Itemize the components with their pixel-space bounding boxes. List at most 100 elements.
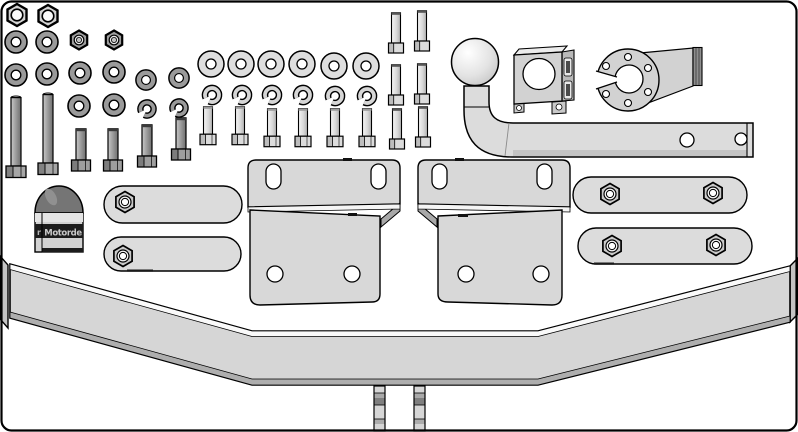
bracket-lower-plate (249, 209, 381, 306)
spacer-plate (572, 176, 748, 214)
cover-base (42, 248, 83, 253)
hex-nut-icon (69, 29, 89, 51)
arm-shading (513, 150, 747, 156)
neck-seam (504, 122, 510, 157)
crossmember (0, 254, 798, 432)
weld-nut-icon (115, 190, 135, 214)
arm-hole (734, 132, 748, 146)
hex-bolt-icon (326, 108, 344, 148)
weld-nut-icon (602, 234, 622, 258)
bracket-bend-highlight (417, 203, 571, 213)
hex-bolt-icon (231, 106, 249, 146)
long-bolt-icon (37, 92, 59, 176)
hex-bolt-icon (170, 117, 192, 161)
bolt-hole (643, 87, 653, 97)
bracket-mark (455, 158, 464, 161)
mounting-bracket-left (247, 158, 401, 306)
flat-washer-icon (67, 94, 91, 118)
hex-nut-icon (37, 3, 59, 29)
bracket-mark (348, 213, 357, 216)
spring-washer-icon (235, 88, 249, 102)
foot-hole (516, 105, 522, 111)
hex-nut-icon (6, 2, 28, 28)
spring-washer-icon (296, 88, 310, 102)
spring-washer-icon (265, 88, 279, 102)
bracket-slot (370, 163, 387, 190)
bracket-hole (532, 265, 550, 283)
tow-ball-swan-neck (450, 37, 754, 158)
long-bolt-icon (5, 95, 27, 179)
cover-body-top (35, 213, 83, 222)
bolt-hole (623, 98, 633, 108)
threaded-stud (413, 385, 426, 432)
hex-bolt-icon (414, 106, 432, 148)
hex-nut-icon (104, 29, 124, 51)
logo-text: Motorde (44, 229, 82, 239)
arm-hole (679, 132, 695, 148)
flat-washer-icon (4, 30, 28, 54)
spring-washer-icon (360, 89, 374, 103)
flat-washer-icon (102, 93, 126, 117)
hex-bolt-icon (263, 108, 281, 148)
flat-washer-icon (197, 50, 225, 78)
foot-hole (555, 103, 563, 111)
bracket-slot (265, 163, 282, 190)
hex-bolt-icon (413, 10, 431, 52)
hex-bolt-icon (413, 63, 431, 105)
flat-washer-icon (168, 67, 190, 89)
arm-end-band (692, 46, 703, 87)
bolt-hole (601, 61, 611, 71)
center-hole (614, 64, 644, 94)
spring-washer-icon (140, 102, 153, 115)
spring-washer-icon (172, 101, 185, 114)
bolt-hole (643, 63, 653, 73)
crossmember-top-chamfer (9, 263, 791, 337)
spring-washer-icon (328, 89, 342, 103)
bracket-slot (431, 163, 448, 190)
spacer-plates-right (572, 176, 753, 265)
bolt-hole (601, 89, 611, 99)
hex-bolt-icon (199, 106, 217, 146)
hex-bolt-icon (358, 108, 376, 148)
weld-nut-icon (706, 233, 726, 257)
logo-edge-text: r (37, 228, 41, 237)
plate-edge-mark (594, 262, 614, 265)
flat-washer-icon (4, 63, 28, 87)
tow-ball (450, 37, 500, 87)
bracket-hole (266, 265, 284, 283)
flat-washer-icon (135, 69, 157, 91)
weld-nut-icon (113, 244, 133, 268)
flat-washer-icon (227, 50, 255, 78)
spacer-plates-left (103, 185, 243, 272)
weld-nut-icon (703, 181, 723, 205)
flat-washer-icon (68, 61, 92, 85)
hex-bolt-icon (387, 12, 405, 54)
hex-bolt-icon (387, 64, 405, 106)
fastener-group-left (4, 2, 192, 179)
fastener-group-middle (197, 50, 380, 148)
cover-dome (34, 185, 84, 214)
flat-washer-icon (35, 30, 59, 54)
ball-cover: r Motorde (34, 185, 84, 253)
threaded-stud (373, 385, 386, 432)
hex-bolt-icon (294, 108, 312, 148)
hex-bolt-icon (102, 128, 124, 172)
fastener-group-right (387, 10, 432, 150)
flat-washer-icon (102, 60, 126, 84)
spacer-plate (103, 185, 243, 224)
crossmember-face (9, 262, 791, 386)
spacer-plate (577, 227, 753, 265)
flange-slot-hole (566, 84, 570, 96)
flat-washer-icon (288, 50, 316, 78)
bracket-top-plate (247, 159, 401, 208)
bracket-mark (458, 214, 468, 217)
bolt-hole (623, 52, 633, 62)
flat-washer-icon (35, 62, 59, 86)
dome-highlight (44, 188, 58, 206)
hex-bolt-icon (136, 124, 158, 168)
flat-washer-icon (320, 52, 348, 80)
bracket-hole (457, 265, 475, 283)
